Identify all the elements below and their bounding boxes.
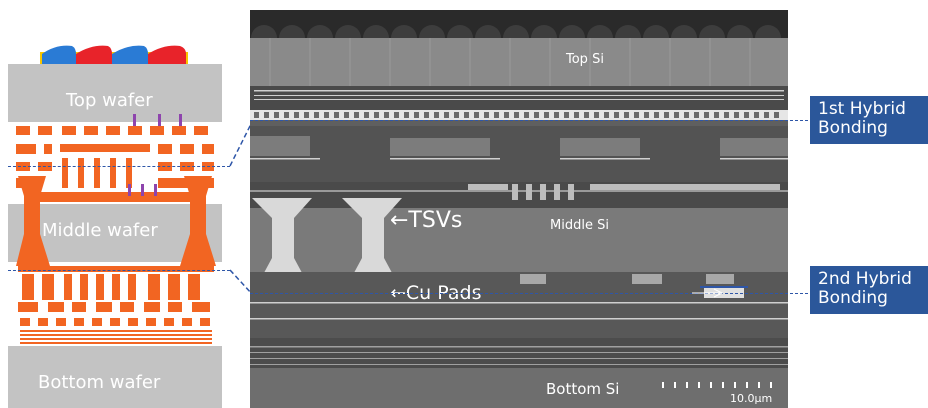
second-bond-line-schematic <box>8 270 230 271</box>
scale-bar-ticks <box>660 380 780 392</box>
lower-metal-lines <box>250 272 788 338</box>
middle-wafer-label: Middle wafer <box>42 220 158 241</box>
bottom-si-label: Bottom Si <box>546 380 619 398</box>
scale-bar-label: 10.0μm <box>730 392 772 405</box>
first-hybrid-bonding-callout: 1st Hybrid Bonding <box>810 96 928 144</box>
pad-arrow <box>690 286 730 300</box>
stack-schematic: Top wafer <box>8 54 222 408</box>
middle-beol-layers <box>8 266 222 336</box>
micro-bumps <box>40 42 190 66</box>
bottom-beol-rows <box>250 340 788 368</box>
top-si-texture <box>250 38 788 86</box>
top-si-label: Top Si <box>566 52 604 67</box>
first-callout-line1: 1st Hybrid <box>818 100 920 119</box>
sem-cross-section: Top Si <box>250 10 788 408</box>
middle-si-label: Middle Si <box>550 218 609 233</box>
first-callout-line2: Bonding <box>818 119 920 138</box>
first-bond-line <box>250 120 828 121</box>
first-bond-line-schematic <box>8 166 230 167</box>
upper-metal-lines <box>250 128 788 188</box>
tsvs-label: ←TSVs <box>390 208 462 233</box>
second-callout-line1: 2nd Hybrid <box>818 270 920 289</box>
second-hybrid-bonding-callout: 2nd Hybrid Bonding <box>810 266 928 314</box>
second-bond-line <box>250 293 828 294</box>
top-wafer-label: Top wafer <box>66 90 153 111</box>
top-surface <box>250 10 788 40</box>
second-callout-line2: Bonding <box>818 289 920 308</box>
bottom-wafer-label: Bottom wafer <box>38 372 160 393</box>
